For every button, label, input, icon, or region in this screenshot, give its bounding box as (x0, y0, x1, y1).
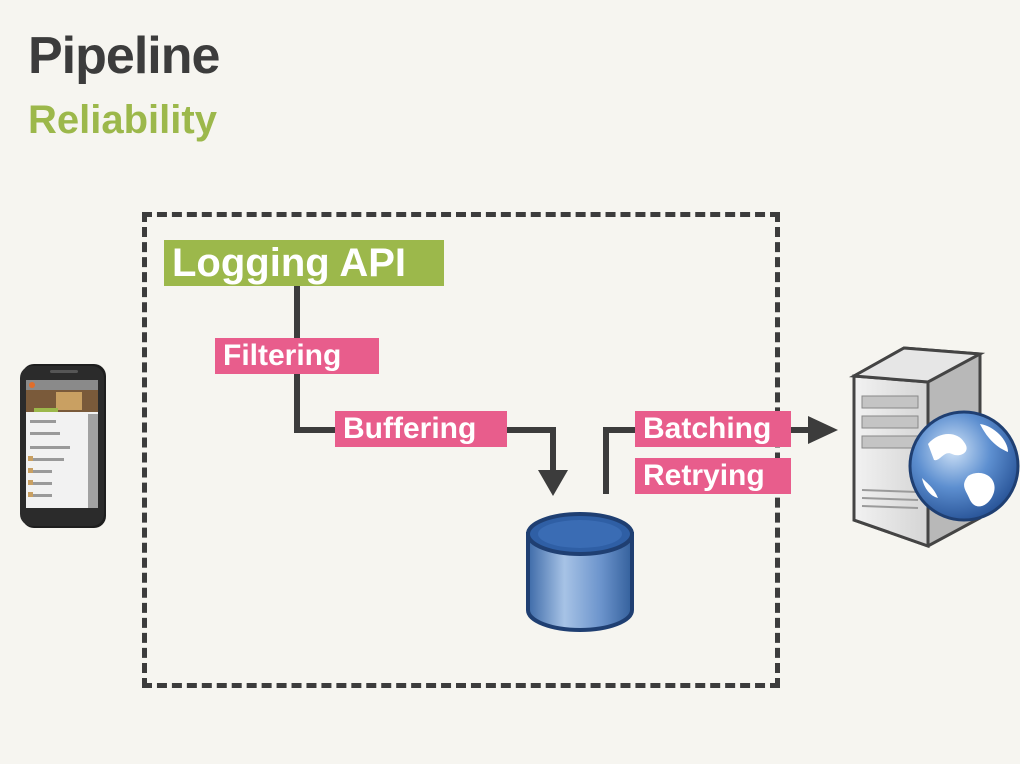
slide-title: Pipeline (28, 27, 220, 85)
retrying-label: Retrying (635, 458, 791, 494)
smartphone-icon (20, 364, 106, 528)
logging-api-label: Logging API (164, 240, 444, 286)
batching-label: Batching (635, 411, 791, 447)
server-arrowhead (808, 416, 838, 444)
slide-subtitle: Reliability (28, 98, 217, 142)
filtering-label: Filtering (215, 338, 379, 374)
server-globe-icon (848, 346, 1020, 549)
database-icon (526, 512, 634, 632)
api-to-buffer-line (294, 286, 556, 478)
buffer-arrowhead (538, 470, 568, 496)
buffering-label: Buffering (335, 411, 507, 447)
logging-api-boundary (142, 212, 780, 688)
